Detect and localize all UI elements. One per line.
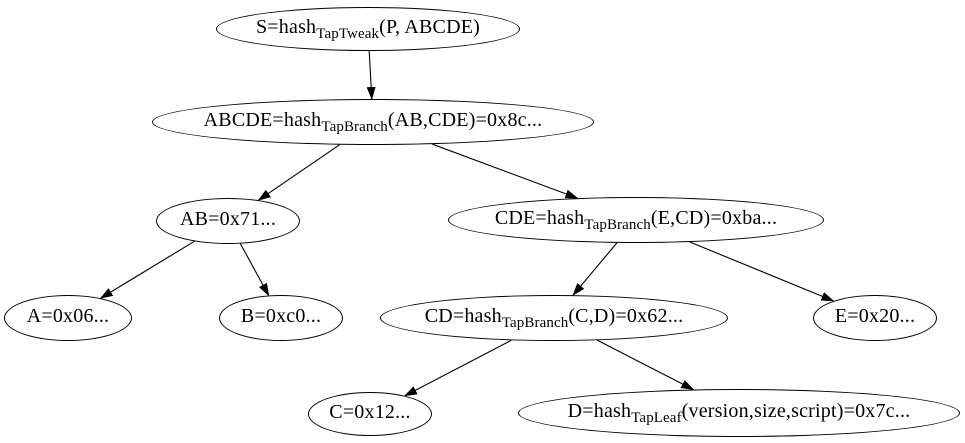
node-A: A=0x06... — [4, 295, 132, 341]
node-S-text: S=hash — [255, 15, 317, 38]
node-CDE-args: (E,CD)=0xba... — [650, 206, 778, 229]
edge-CD-C — [404, 339, 512, 397]
node-D-label: D=hashTapLeaf(version,size,script)=0x7c.… — [568, 401, 911, 426]
node-ABCDE-label: ABCDE=hashTapBranch(AB,CDE)=0x8c... — [204, 110, 543, 135]
node-D: D=hashTapLeaf(version,size,script)=0x7c.… — [518, 389, 960, 437]
node-A-label: A=0x06... — [27, 306, 110, 331]
node-CDE-text: CDE=hash — [494, 206, 585, 229]
edge-AB-A — [99, 240, 195, 299]
node-C-text: C=0x12... — [329, 400, 411, 423]
node-B-text: B=0xc0... — [240, 304, 322, 327]
node-S-label: S=hashTapTweak(P, ABCDE) — [256, 17, 480, 42]
node-ABCDE-text: ABCDE=hash — [203, 108, 322, 131]
node-AB-text: AB=0x71... — [179, 207, 277, 230]
node-C-label: C=0x12... — [329, 402, 410, 427]
node-E-label: E=0x20... — [835, 306, 915, 331]
node-CD-text: CD=hash — [424, 304, 502, 327]
node-CDE: CDE=hashTapBranch(E,CD)=0xba... — [448, 197, 824, 243]
edge-ABCDE-CDE — [432, 143, 579, 199]
node-E: E=0x20... — [813, 295, 937, 341]
edge-AB-B — [239, 243, 270, 297]
node-CDE-label: CDE=hashTapBranch(E,CD)=0xba... — [495, 208, 777, 233]
node-AB-label: AB=0x71... — [180, 209, 276, 234]
node-CD-subscript: TapBranch — [501, 314, 569, 331]
node-S: S=hashTapTweak(P, ABCDE) — [216, 7, 520, 51]
edge-CD-D — [597, 339, 695, 390]
node-S-subscript: TapTweak — [316, 25, 380, 42]
edge-ABCDE-AB — [257, 144, 341, 201]
edge-CDE-E — [689, 241, 835, 302]
edge-CDE-CD — [572, 242, 618, 296]
node-D-subscript: TapLeaf — [631, 409, 682, 426]
node-CD-label: CD=hashTapBranch(C,D)=0x62... — [425, 306, 684, 331]
node-ABCDE-subscript: TapBranch — [321, 118, 388, 135]
node-B-label: B=0xc0... — [241, 306, 321, 331]
node-A-text: A=0x06... — [26, 304, 110, 327]
node-ABCDE: ABCDE=hashTapBranch(AB,CDE)=0x8c... — [152, 99, 594, 145]
node-E-text: E=0x20... — [834, 304, 916, 327]
node-CD-args: (C,D)=0x62... — [568, 304, 684, 327]
node-ABCDE-args: (AB,CDE)=0x8c... — [387, 108, 543, 131]
edge-S-ABCDE — [366, 50, 376, 100]
node-B: B=0xc0... — [219, 295, 343, 341]
node-C: C=0x12... — [308, 392, 432, 436]
node-CD: CD=hashTapBranch(C,D)=0x62... — [380, 295, 728, 341]
node-D-text: D=hash — [567, 399, 632, 422]
node-CDE-subscript: TapBranch — [584, 216, 651, 233]
node-D-args: (version,size,script)=0x7c... — [681, 399, 911, 422]
node-AB: AB=0x71... — [156, 198, 300, 244]
node-S-args: (P, ABCDE) — [379, 15, 480, 38]
